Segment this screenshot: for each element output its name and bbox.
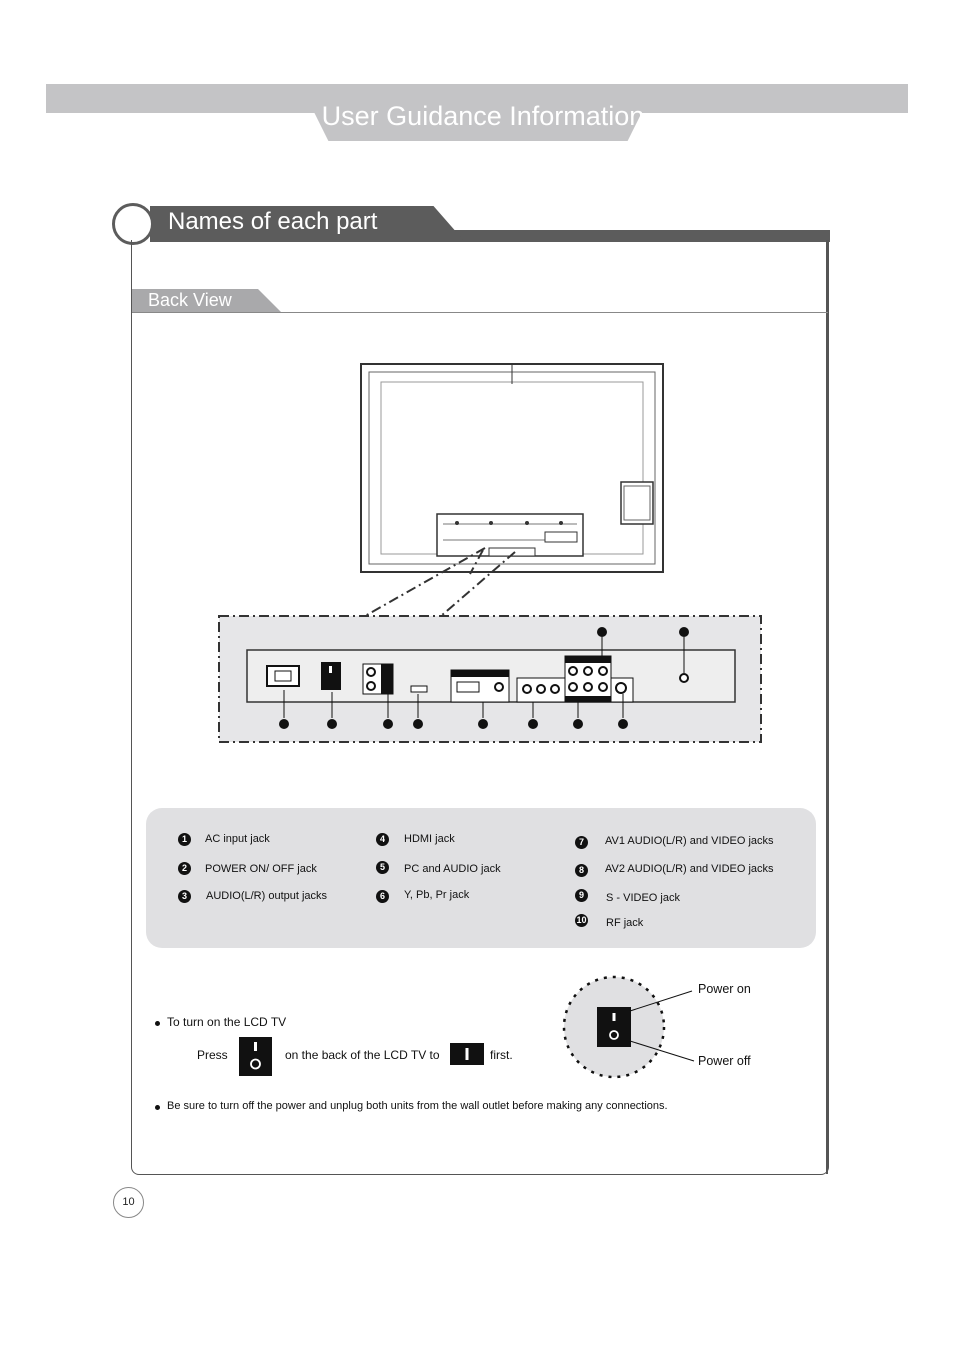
page-title: User Guidance Information bbox=[321, 101, 645, 131]
power-on-label: Power on bbox=[698, 982, 751, 996]
section-circle-icon bbox=[112, 203, 154, 245]
section-header-bar bbox=[150, 206, 465, 242]
legend-label: POWER ON/ OFF jack bbox=[205, 863, 317, 875]
legend-label: AC input jack bbox=[205, 833, 270, 845]
legend-label: PC and AUDIO jack bbox=[404, 863, 501, 875]
legend-number: 7 bbox=[575, 836, 588, 849]
section-header-line bbox=[440, 230, 830, 242]
legend-label: HDMI jack bbox=[404, 833, 455, 845]
tv-back-diagram bbox=[218, 363, 762, 743]
legend-number: 5 bbox=[376, 861, 389, 874]
legend-number: 9 bbox=[575, 889, 588, 902]
power-on-icon bbox=[450, 1043, 484, 1065]
turn-on-heading: To turn on the LCD TV bbox=[167, 1015, 287, 1029]
press-text: Press bbox=[197, 1048, 228, 1062]
legend-label: AV1 AUDIO(L/R) and VIDEO jacks bbox=[605, 835, 774, 847]
legend-label: AUDIO(L/R) output jacks bbox=[206, 890, 328, 902]
section-title: Names of each part bbox=[168, 208, 378, 235]
legend-box bbox=[146, 808, 816, 948]
legend-label: S - VIDEO jack bbox=[606, 892, 680, 904]
legend-label: Y, Pb, Pr jack bbox=[404, 889, 470, 901]
subsection-line bbox=[132, 312, 828, 313]
bullet-icon bbox=[155, 1021, 160, 1026]
subsection-title: Back View bbox=[148, 290, 232, 310]
warning-text: Be sure to turn off the power and unplug… bbox=[167, 1100, 668, 1112]
legend-number: 6 bbox=[376, 890, 389, 903]
power-off-label: Power off bbox=[698, 1054, 751, 1068]
frame-edge bbox=[826, 240, 828, 1174]
subsection-bar bbox=[132, 289, 282, 313]
first-text: first. bbox=[490, 1048, 513, 1062]
power-switch-icon bbox=[239, 1037, 272, 1076]
legend-number: 3 bbox=[178, 890, 191, 903]
legend-number: 4 bbox=[376, 833, 389, 846]
header-tab bbox=[308, 100, 648, 141]
legend-number: 8 bbox=[575, 864, 588, 877]
legend-number: 1 bbox=[178, 833, 191, 846]
page-number: 10 bbox=[113, 1187, 144, 1218]
legend-number: 10 bbox=[575, 914, 588, 927]
back-of-tv-text: on the back of the LCD TV to bbox=[285, 1048, 440, 1062]
legend-label: AV2 AUDIO(L/R) and VIDEO jacks bbox=[605, 863, 774, 875]
bullet-icon bbox=[155, 1105, 160, 1110]
legend-number: 2 bbox=[178, 862, 191, 875]
content-frame bbox=[131, 240, 829, 1175]
switch-callout-diagram bbox=[562, 975, 695, 1079]
legend-label: RF jack bbox=[606, 917, 644, 929]
